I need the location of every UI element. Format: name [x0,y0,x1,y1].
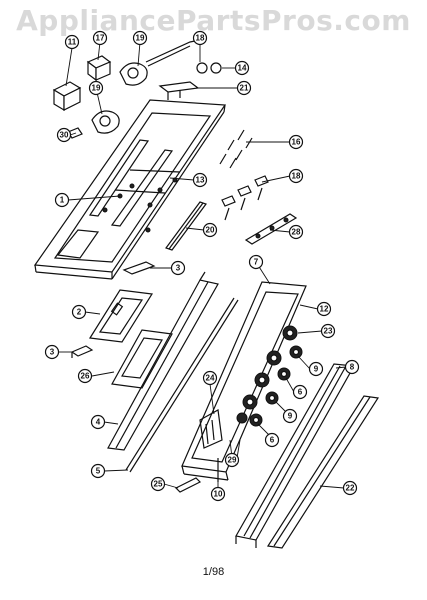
switch-block-top-part [86,55,112,82]
callout-9-lower: 9 [282,408,298,424]
svg-text:23: 23 [324,327,333,336]
svg-text:20: 20 [206,226,215,235]
watermark-text: AppliancePartsPros.com [16,4,411,37]
callout-25: 25 [150,476,166,492]
svg-text:13: 13 [196,176,205,185]
callout-10: 10 [210,486,226,502]
callout-1: 1 [54,192,70,208]
svg-text:14: 14 [238,64,247,73]
callout-9: 9 [308,361,324,377]
lower-trim-part [266,395,380,549]
callout-18: 18 [192,30,208,46]
svg-text:30: 30 [60,131,69,140]
coil-lower-part [91,110,120,134]
panel-inserts-part [199,409,223,449]
rail-part [125,297,239,473]
terminal-strip-part [244,213,298,245]
svg-text:12: 12 [320,305,329,314]
svg-text:6: 6 [298,388,303,397]
svg-text:10: 10 [214,490,223,499]
svg-text:3: 3 [50,348,55,357]
callout-16: 16 [288,134,304,150]
svg-text:21: 21 [240,84,249,93]
callout-5: 5 [90,463,106,479]
callout-8: 8 [344,359,360,375]
callout-14: 14 [234,60,250,76]
svg-text:18: 18 [196,34,205,43]
svg-text:8: 8 [350,363,355,372]
svg-text:5: 5 [96,467,101,476]
rod-part [165,201,207,251]
footer-date-code: 1/98 [202,566,225,578]
callout-6: 6 [292,384,308,400]
svg-text:19: 19 [92,84,101,93]
svg-text:6: 6 [270,436,275,445]
lower-board-part [111,329,173,389]
callout-28: 28 [288,224,304,240]
clip-upper-part [122,261,156,275]
callout-19-lower: 19 [88,80,104,96]
svg-text:1: 1 [60,196,65,205]
callout-21: 21 [236,80,252,96]
callout-26: 26 [77,368,93,384]
pins-part [219,129,253,169]
callout-6-lower: 6 [264,432,280,448]
svg-text:4: 4 [96,418,101,427]
svg-text:17: 17 [96,34,105,43]
svg-text:24: 24 [206,374,215,383]
callout-13: 13 [192,172,208,188]
svg-text:9: 9 [288,412,293,421]
callout-24: 24 [202,370,218,386]
bracket-part [158,81,200,100]
svg-text:7: 7 [254,258,259,267]
clip-lower-part [70,345,94,358]
svg-text:16: 16 [292,138,301,147]
svg-text:18: 18 [292,172,301,181]
svg-text:25: 25 [154,480,163,489]
callout-4: 4 [90,414,106,430]
coil-top-part [119,39,201,86]
svg-text:2: 2 [77,308,82,317]
callout-12: 12 [316,301,332,317]
svg-text:3: 3 [176,264,181,273]
callout-11: 11 [64,34,80,50]
svg-text:28: 28 [292,228,301,237]
small-knobs-part [196,62,222,74]
panel-screws [102,177,178,233]
switches-part [221,175,269,221]
callout-18-lower: 18 [288,168,304,184]
callout-20: 20 [202,222,218,238]
main-panel-part [33,99,227,280]
switch-block-part [52,81,82,112]
svg-text:29: 29 [228,456,237,465]
svg-text:22: 22 [346,484,355,493]
trim-bar-part [107,271,219,451]
callout-22: 22 [342,480,358,496]
knobs-part [236,325,303,427]
lamp-lens-part [174,477,202,493]
callout-3-lower: 3 [44,344,60,360]
svg-text:19: 19 [136,34,145,43]
svg-text:26: 26 [81,372,90,381]
control-panel-part [181,281,307,481]
callout-17: 17 [92,30,108,46]
svg-text:9: 9 [314,365,319,374]
callout-23: 23 [320,323,336,339]
callout-30: 30 [56,127,72,143]
callout-7: 7 [248,254,264,270]
control-board-part [88,289,154,343]
callout-2: 2 [71,304,87,320]
leader-lines [58,40,347,489]
callout-3: 3 [170,260,186,276]
callout-29: 29 [224,452,240,468]
svg-text:11: 11 [68,38,77,47]
callout-19: 19 [132,30,148,46]
